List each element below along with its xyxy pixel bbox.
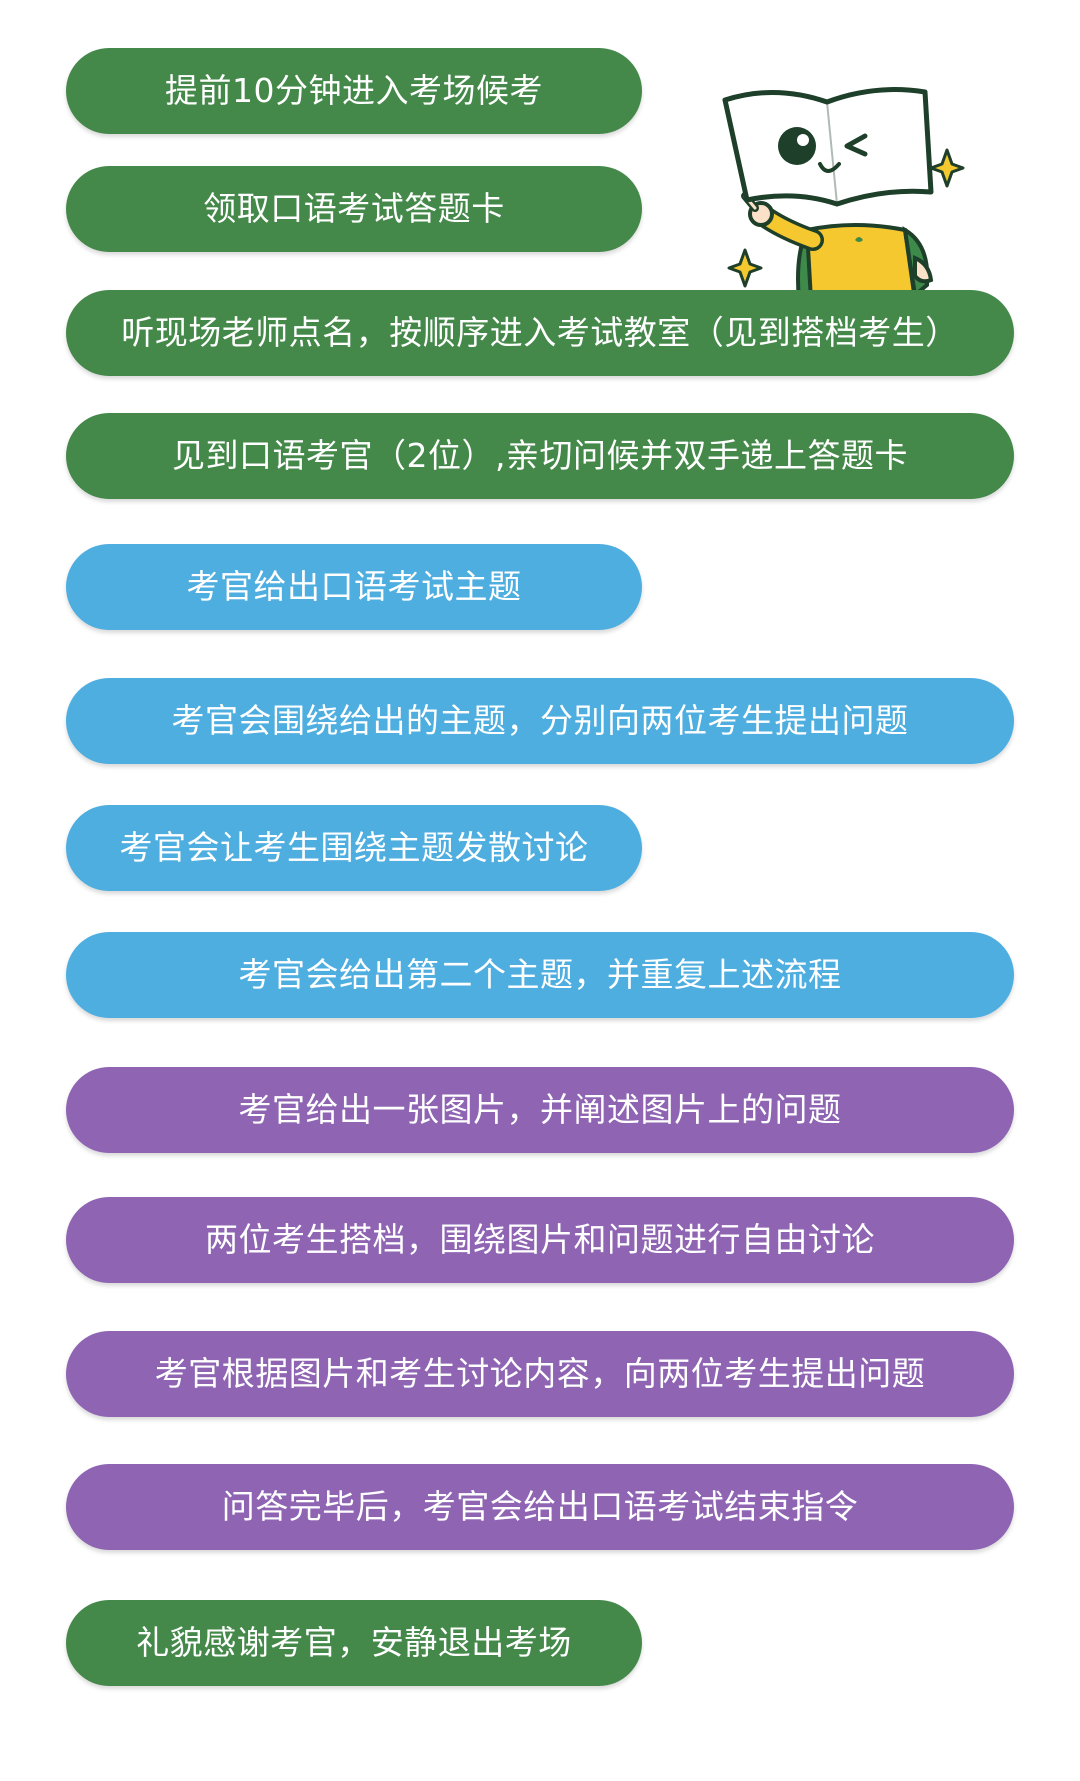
sparkle-icon [929, 148, 965, 188]
step-9-picture-given: 考官给出一张图片，并阐述图片上的问题 [66, 1067, 1014, 1153]
step-4-greet-examiners: 见到口语考官（2位）,亲切问候并双手递上答题卡 [66, 413, 1014, 499]
step-11-picture-questions: 考官根据图片和考生讨论内容，向两位考生提出问题 [66, 1331, 1014, 1417]
step-5-topic-given: 考官给出口语考试主题 [66, 544, 642, 630]
step-13-thank-and-leave: 礼貌感谢考官，安静退出考场 [66, 1600, 642, 1686]
book-mascot-illustration [722, 87, 965, 300]
step-1-arrive-early: 提前10分钟进入考场候考 [66, 48, 642, 134]
step-8-second-topic: 考官会给出第二个主题，并重复上述流程 [66, 932, 1014, 1018]
book-head [722, 87, 934, 207]
step-12-end-instruction: 问答完毕后，考官会给出口语考试结束指令 [66, 1464, 1014, 1550]
step-3-roll-call: 听现场老师点名，按顺序进入考试教室（见到搭档考生） [66, 290, 1014, 376]
step-10-free-discussion: 两位考生搭档，围绕图片和问题进行自由讨论 [66, 1197, 1014, 1283]
mascot-arm [741, 192, 824, 251]
step-7-topic-discussion: 考官会让考生围绕主题发散讨论 [66, 805, 642, 891]
step-6-questions-on-topic: 考官会围绕给出的主题，分别向两位考生提出问题 [66, 678, 1014, 764]
step-2-receive-answer-card: 领取口语考试答题卡 [66, 166, 642, 252]
sparkle-icon [727, 248, 763, 288]
